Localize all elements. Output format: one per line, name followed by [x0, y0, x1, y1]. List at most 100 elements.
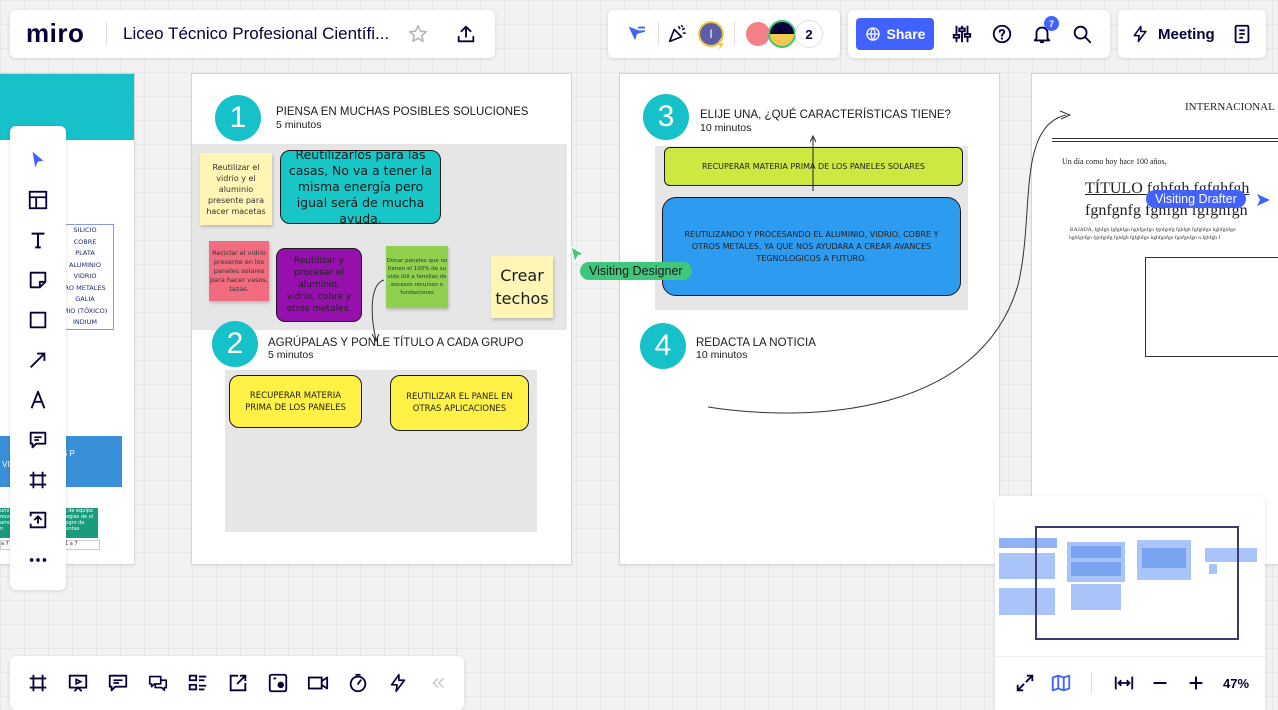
frame-newspaper[interactable]: INTERNACIONAL Un día como hoy hace 100 a… [1032, 74, 1278, 564]
list-item: MIO (TÓXICO) [62, 306, 108, 315]
sticky-note-icon[interactable] [24, 266, 52, 294]
meeting-button[interactable]: Meeting [1130, 20, 1215, 48]
templates-icon[interactable] [24, 186, 52, 214]
avatar[interactable] [744, 20, 772, 48]
timer-icon[interactable] [345, 670, 371, 696]
actions-bar: Share 7 [848, 10, 1110, 58]
star-icon[interactable] [404, 20, 432, 48]
minimap[interactable] [997, 526, 1261, 646]
connection-line-icon[interactable] [24, 346, 52, 374]
subheading-line-2: hghfgnfgn fgnfgnfg fghfgh fgfghfgn hghfg… [1069, 235, 1221, 241]
notes-panel-icon[interactable] [1228, 20, 1256, 48]
group-box-2[interactable]: REUTILIZAR EL PANEL EN OTRAS APLICACIONE… [390, 375, 529, 431]
frame-ideation[interactable]: 1 PIENSA EN MUCHAS POSIBLES SOLUCIONES 5… [192, 74, 571, 564]
comment-icon[interactable] [24, 426, 52, 454]
frame-tool-icon[interactable] [24, 466, 52, 494]
minimap-block [1071, 546, 1121, 558]
board-title[interactable]: Liceo Técnico Profesional Científi... [123, 24, 390, 43]
shape-tool-icon[interactable] [24, 306, 52, 334]
list-item: SILICIO [73, 226, 97, 234]
upload-icon[interactable] [24, 506, 52, 534]
search-icon[interactable] [1068, 20, 1096, 48]
notifications-bell-icon[interactable] [1028, 20, 1056, 48]
miro-logo[interactable]: miro [26, 18, 85, 48]
blue-box[interactable]: REUTILIZANDO Y PROCESANDO EL ALUMINIO, V… [662, 197, 961, 296]
help-icon[interactable] [988, 20, 1016, 48]
step-2-badge: 2 [212, 321, 258, 367]
step-2-title: AGRÚPALAS Y PONLE TÍTULO A CADA GRUPO [268, 337, 524, 349]
globe-icon [865, 27, 880, 41]
presentation-icon[interactable] [65, 670, 91, 696]
image-placeholder[interactable] [1145, 257, 1278, 357]
zoom-level[interactable]: 47% [1223, 676, 1250, 691]
connector-curve[interactable] [700, 105, 1080, 425]
step-3-badge: 3 [643, 94, 689, 140]
lightning-icon[interactable] [385, 670, 411, 696]
upload-export-icon[interactable] [452, 20, 480, 48]
sticky-note-yellow[interactable]: Reutilizar el vidrio y el aluminio prese… [200, 153, 272, 225]
text-tool-icon[interactable] [24, 226, 52, 254]
minimap-block [999, 588, 1055, 615]
zoom-out-icon[interactable] [1146, 669, 1174, 697]
list-item: INDIUM [72, 318, 98, 326]
step-4-badge: 4 [640, 323, 686, 369]
minimap-viewport[interactable] [1035, 526, 1239, 640]
settings-sliders-icon[interactable] [948, 20, 976, 48]
fit-to-screen-icon[interactable] [1110, 669, 1138, 697]
divider [658, 22, 659, 46]
avatar[interactable] [768, 20, 796, 48]
element-list: SILICIO COBRE PLATA ALUMINIO VIDRIO RO M… [56, 224, 114, 330]
share-screen-icon[interactable] [225, 670, 251, 696]
connector-arrow[interactable] [360, 274, 400, 344]
comments-icon[interactable] [105, 670, 131, 696]
celebrate-icon[interactable] [663, 20, 691, 48]
zoom-divider [1091, 672, 1092, 694]
group-box-1[interactable]: RECUPERAR MATERIA PRIMA DE LOS PANELES [229, 375, 362, 428]
step-3-time: 10 minutos [700, 122, 752, 134]
collapse-chevron-icon[interactable] [425, 670, 451, 696]
sticky-note-green[interactable]: Donar paneles que no tienen el 100% de s… [386, 246, 448, 308]
share-button[interactable]: Share [856, 18, 934, 50]
shape-purple[interactable]: Reutilizar y procesar el aluminio, vidri… [276, 248, 362, 322]
collaborator-count[interactable]: 2 [795, 20, 823, 48]
list-item: GALIA [75, 295, 95, 303]
blue-box-text: VID [2, 460, 16, 469]
minimap-block [1142, 548, 1186, 568]
list-item: PLATA [75, 249, 95, 257]
minimap-block [1071, 562, 1121, 576]
more-tools-icon[interactable] [24, 546, 52, 574]
step-1-badge: 1 [215, 95, 261, 141]
sticky-note-yellow[interactable]: Crear techos [491, 256, 553, 318]
cards-list-icon[interactable] [185, 670, 211, 696]
reactions-cursor-icon[interactable] [622, 20, 650, 48]
frames-icon[interactable] [25, 670, 51, 696]
chat-icon[interactable] [145, 670, 171, 696]
table-cell: s de equipo tegias de el logro de juntas [64, 508, 98, 538]
step-3-title: ELIJE UNA, ¿QUÉ CARACTERÍSTICAS TIENE? [700, 109, 951, 121]
list-item: VIDRIO [73, 272, 97, 280]
title-divider [106, 22, 107, 46]
embed-app-icon[interactable] [265, 670, 291, 696]
list-item: ALUMINIO [69, 260, 101, 269]
board-title-bar: miro Liceo Técnico Profesional Científi.… [10, 10, 495, 58]
shape-teal[interactable]: Reutilizarlos para las casas, No va a te… [280, 150, 441, 224]
frame-selection[interactable]: 3 ELIJE UNA, ¿QUÉ CARACTERÍSTICAS TIENE?… [620, 74, 999, 564]
share-label: Share [886, 26, 926, 42]
blue-box-text: S P [62, 449, 75, 458]
meeting-bar: Meeting [1118, 10, 1266, 58]
table-cell: 1 a 7 [64, 540, 100, 550]
connector-line[interactable] [810, 134, 816, 194]
select-cursor-icon[interactable] [24, 146, 52, 174]
sticky-note-red[interactable]: Reciclar el vidrio presente en los panel… [209, 241, 269, 301]
pen-icon[interactable] [24, 386, 52, 414]
fullscreen-expand-icon[interactable] [1011, 669, 1039, 697]
step-4-time: 10 minutos [696, 349, 748, 361]
header-rule [1052, 138, 1278, 142]
meeting-label: Meeting [1158, 25, 1215, 43]
zoom-in-icon[interactable] [1182, 669, 1210, 697]
newspaper-header: INTERNACIONAL [1185, 101, 1275, 113]
step-4-title: REDACTA LA NOTICIA [696, 337, 816, 349]
map-icon[interactable] [1047, 669, 1075, 697]
video-icon[interactable] [305, 670, 331, 696]
